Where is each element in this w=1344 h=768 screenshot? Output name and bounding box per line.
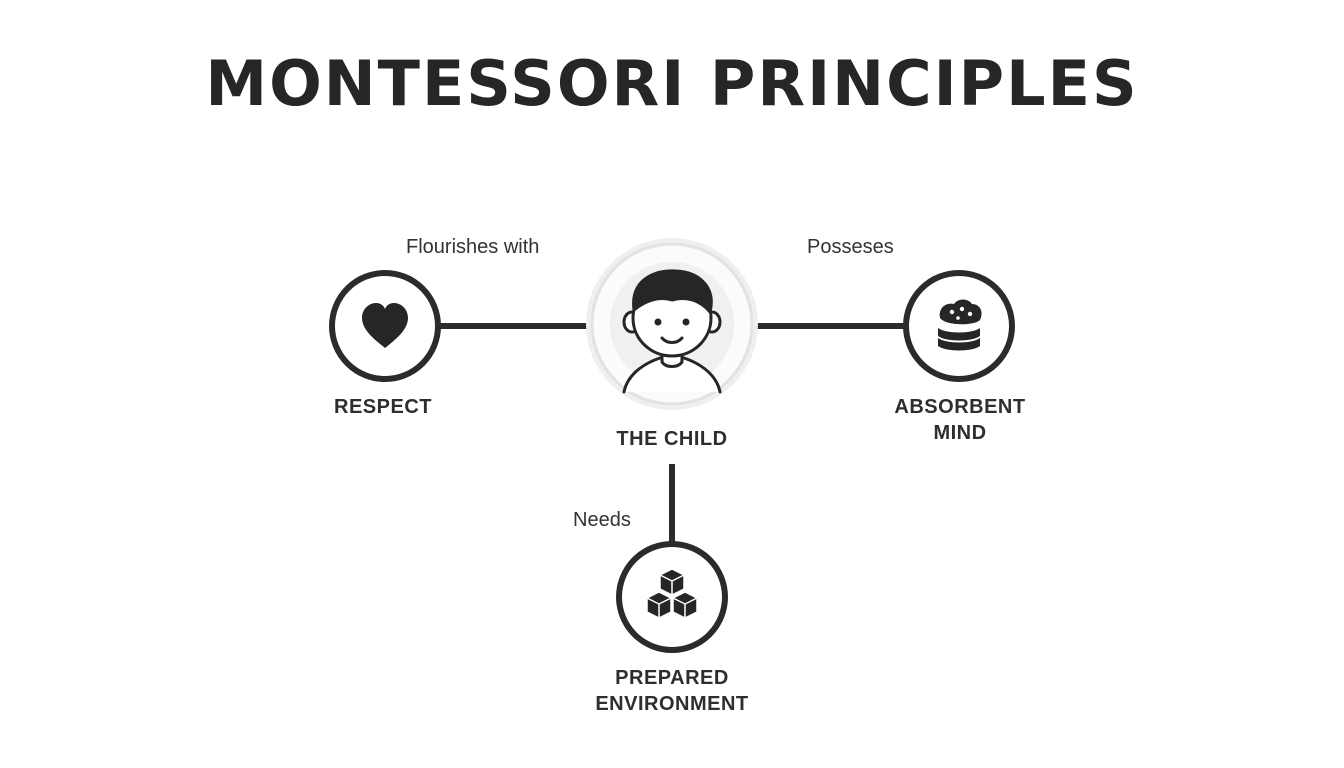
heart-icon xyxy=(362,303,408,348)
node-respect xyxy=(329,270,441,382)
brain-sponge-icon xyxy=(938,299,982,351)
node-prepared-environment xyxy=(616,541,728,653)
edge-label-needs: Needs xyxy=(573,509,631,531)
node-absorbent-mind xyxy=(903,270,1015,382)
page-title: MONTESSORI PRINCIPLES xyxy=(205,47,1139,120)
node-label-absorbent-mind-line1: ABSORBENT xyxy=(894,396,1026,418)
edge-label-flourishes-with: Flourishes with xyxy=(406,236,540,258)
node-label-the-child: THE CHILD xyxy=(616,428,728,450)
node-label-respect: RESPECT xyxy=(334,396,432,418)
node-label-prepared-environment-line2: ENVIRONMENT xyxy=(595,693,749,715)
blocks-icon xyxy=(646,568,698,619)
node-the-child xyxy=(586,238,758,410)
node-label-absorbent-mind: ABSORBENT MIND xyxy=(870,394,1050,446)
node-label-prepared-environment-line1: PREPARED xyxy=(615,667,729,689)
child-face-icon xyxy=(622,269,722,394)
node-label-prepared-environment: PREPARED ENVIRONMENT xyxy=(572,665,772,717)
edge-label-posseses: Posseses xyxy=(807,236,894,258)
node-label-absorbent-mind-line2: MIND xyxy=(933,422,987,444)
